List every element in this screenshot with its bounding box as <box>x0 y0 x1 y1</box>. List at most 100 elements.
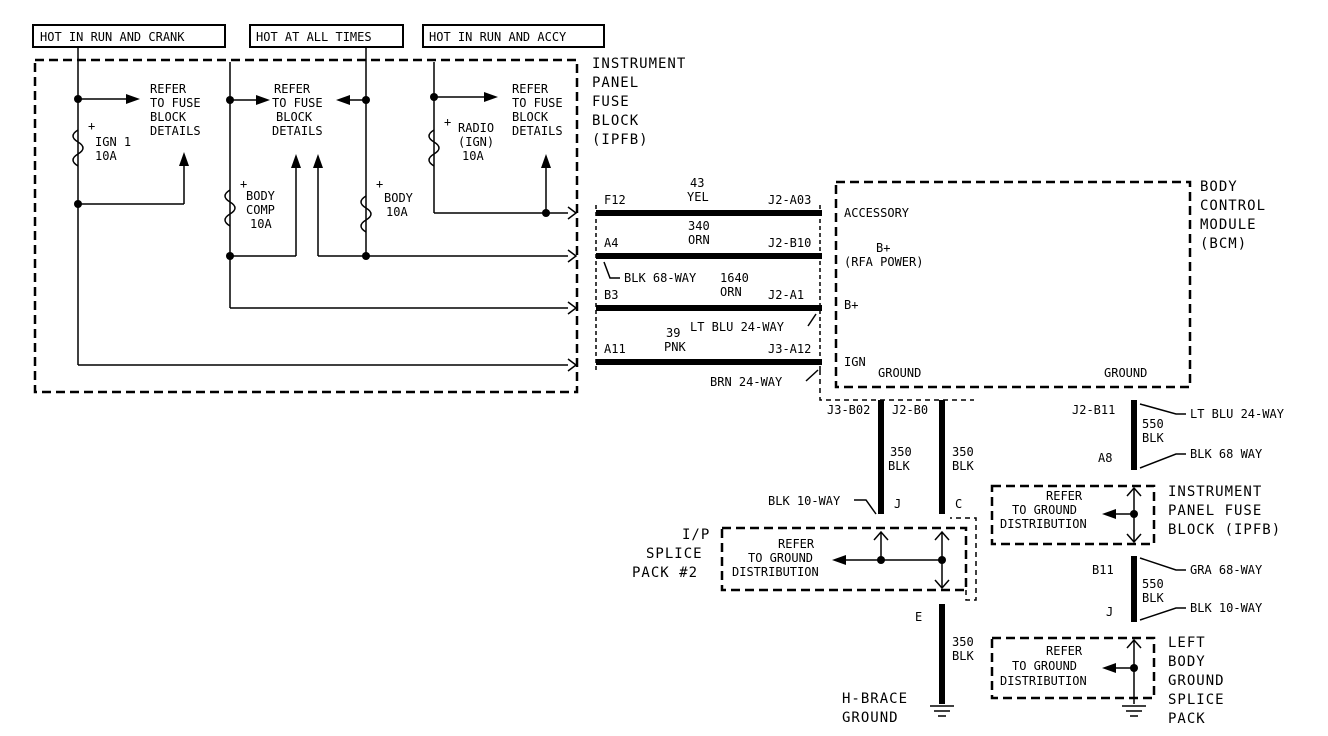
refer-fuse-3-l1: REFER <box>512 82 549 96</box>
refer-ground-3-l3: DISTRIBUTION <box>1000 674 1087 688</box>
pin-c: C <box>955 497 962 511</box>
left-body-2: BODY <box>1168 654 1206 670</box>
refer-ground-2-l2: TO GROUND <box>1012 503 1077 517</box>
plus-sign: + <box>376 177 383 191</box>
arrow-up-icon <box>541 154 551 168</box>
c2-color: ORN <box>688 233 710 247</box>
refer-fuse-2-l3: BLOCK <box>276 110 313 124</box>
refer-fuse-1-l1: REFER <box>150 82 187 96</box>
c4-color: PNK <box>664 340 686 354</box>
fuse-icon <box>428 129 440 167</box>
ground-symbol-icon <box>1122 705 1146 717</box>
w550a-num: 550 <box>1142 417 1164 431</box>
hot-run-crank-box <box>32 24 226 48</box>
arrow-up-icon <box>291 154 301 168</box>
bcm-box <box>834 180 1192 389</box>
w550a-color: BLK <box>1142 431 1164 445</box>
refer-fuse-2-l2: TO FUSE <box>272 96 323 110</box>
splice2-title-1: I/P <box>682 527 710 543</box>
blk10way2-label: BLK 10-WAY <box>1190 601 1263 615</box>
arrow-right-icon <box>256 95 270 105</box>
refer-fuse-1-l3: BLOCK <box>150 110 187 124</box>
pin-e: E <box>915 610 922 624</box>
arrow-right-icon <box>484 92 498 102</box>
blk68-label: BLK 68-WAY <box>624 271 697 285</box>
pin-j: J <box>894 497 901 511</box>
hot-all-times-box <box>249 24 404 48</box>
refer-fuse-2-l1: REFER <box>274 82 311 96</box>
bcm-bplus-rfa-2: (RFA POWER) <box>844 255 923 269</box>
bcm-ground-1: GROUND <box>878 366 921 380</box>
bcm-title-2: CONTROL <box>1200 198 1266 214</box>
bcm-title-4: (BCM) <box>1200 236 1247 252</box>
ipfb2-title-3: BLOCK (IPFB) <box>1168 522 1281 538</box>
hot-run-accy-label: HOT IN RUN AND ACCY <box>429 30 567 44</box>
refer-ground-2-l1: REFER <box>1046 489 1083 503</box>
hbrace-1: H-BRACE <box>842 691 908 707</box>
refer-ground-3-l2: TO GROUND <box>1012 659 1077 673</box>
refer-fuse-1-l2: TO FUSE <box>150 96 201 110</box>
ipfb-title-2: PANEL <box>592 75 639 91</box>
c3-color: ORN <box>720 285 742 299</box>
c2-num: 340 <box>688 219 710 233</box>
fuse-body-comp-l3: 10A <box>250 217 272 231</box>
ipfb-ground-box <box>990 484 1156 546</box>
ipfb-title-1: INSTRUMENT <box>592 56 686 72</box>
w350c-num: 350 <box>952 635 974 649</box>
c2-to: J2-B10 <box>768 236 811 250</box>
fuse-ign1-label-2: 10A <box>95 149 117 163</box>
w550b-color: BLK <box>1142 591 1164 605</box>
fuse-icon <box>224 189 236 227</box>
fuse-radio-l2: (IGN) <box>458 135 494 149</box>
pin-j-2: J <box>1106 605 1113 619</box>
arrow-up-icon <box>179 152 189 166</box>
refer-ground-1-l3: DISTRIBUTION <box>732 565 819 579</box>
brn24-label: BRN 24-WAY <box>710 375 783 389</box>
bcm-bplus: B+ <box>844 298 858 312</box>
w350b-num: 350 <box>952 445 974 459</box>
refer-fuse-3-l3: BLOCK <box>512 110 549 124</box>
bcm-title-3: MODULE <box>1200 217 1257 233</box>
bcm-title-1: BODY <box>1200 179 1238 195</box>
arrow-left-icon <box>832 555 846 565</box>
ipfb-title-3: FUSE <box>592 94 630 110</box>
bcm-accessory: ACCESSORY <box>844 206 910 220</box>
blk10way-label: BLK 10-WAY <box>768 494 841 508</box>
splice2-title-2: SPLICE <box>646 546 703 562</box>
w550b-num: 550 <box>1142 577 1164 591</box>
w350a-num: 350 <box>890 445 912 459</box>
fuse-ign1-label-1: IGN 1 <box>95 135 131 149</box>
left-body-1: LEFT <box>1168 635 1206 651</box>
bcm-ground-2: GROUND <box>1104 366 1147 380</box>
ground-symbol-icon <box>930 705 954 717</box>
refer-fuse-3-l2: TO FUSE <box>512 96 563 110</box>
refer-fuse-3-l4: DETAILS <box>512 124 563 138</box>
left-body-5: PACK <box>1168 711 1206 727</box>
bcm-ign: IGN <box>844 355 866 369</box>
ipfb2-title-1: INSTRUMENT <box>1168 484 1262 500</box>
c1-to: J2-A03 <box>768 193 811 207</box>
fuse-body-comp-l2: COMP <box>246 203 275 217</box>
w350b-color: BLK <box>952 459 974 473</box>
fuse-icon <box>72 129 84 167</box>
c3-num: 1640 <box>720 271 749 285</box>
pin-j2b11: J2-B11 <box>1072 403 1115 417</box>
c3-to: J2-A1 <box>768 288 804 302</box>
hot-run-crank-label: HOT IN RUN AND CRANK <box>40 30 185 44</box>
w350c-color: BLK <box>952 649 974 663</box>
arrow-up-icon <box>313 154 323 168</box>
ipfb-title-4: BLOCK <box>592 113 639 129</box>
c4-from: A11 <box>604 342 626 356</box>
arrow-right-icon <box>126 94 140 104</box>
fuse-body-l1: BODY <box>384 191 414 205</box>
arrow-left-icon <box>1102 663 1116 673</box>
arrow-left-icon <box>336 95 350 105</box>
left-body-3: GROUND <box>1168 673 1225 689</box>
w350a-color: BLK <box>888 459 910 473</box>
refer-ground-3-l1: REFER <box>1046 644 1083 658</box>
plus-sign: + <box>88 119 95 133</box>
pin-j3b02: J3-B02 <box>827 403 870 417</box>
splice-pack-2-box <box>720 526 968 592</box>
bcm-bplus-rfa-1: B+ <box>876 241 890 255</box>
ipfb-box <box>33 58 579 394</box>
